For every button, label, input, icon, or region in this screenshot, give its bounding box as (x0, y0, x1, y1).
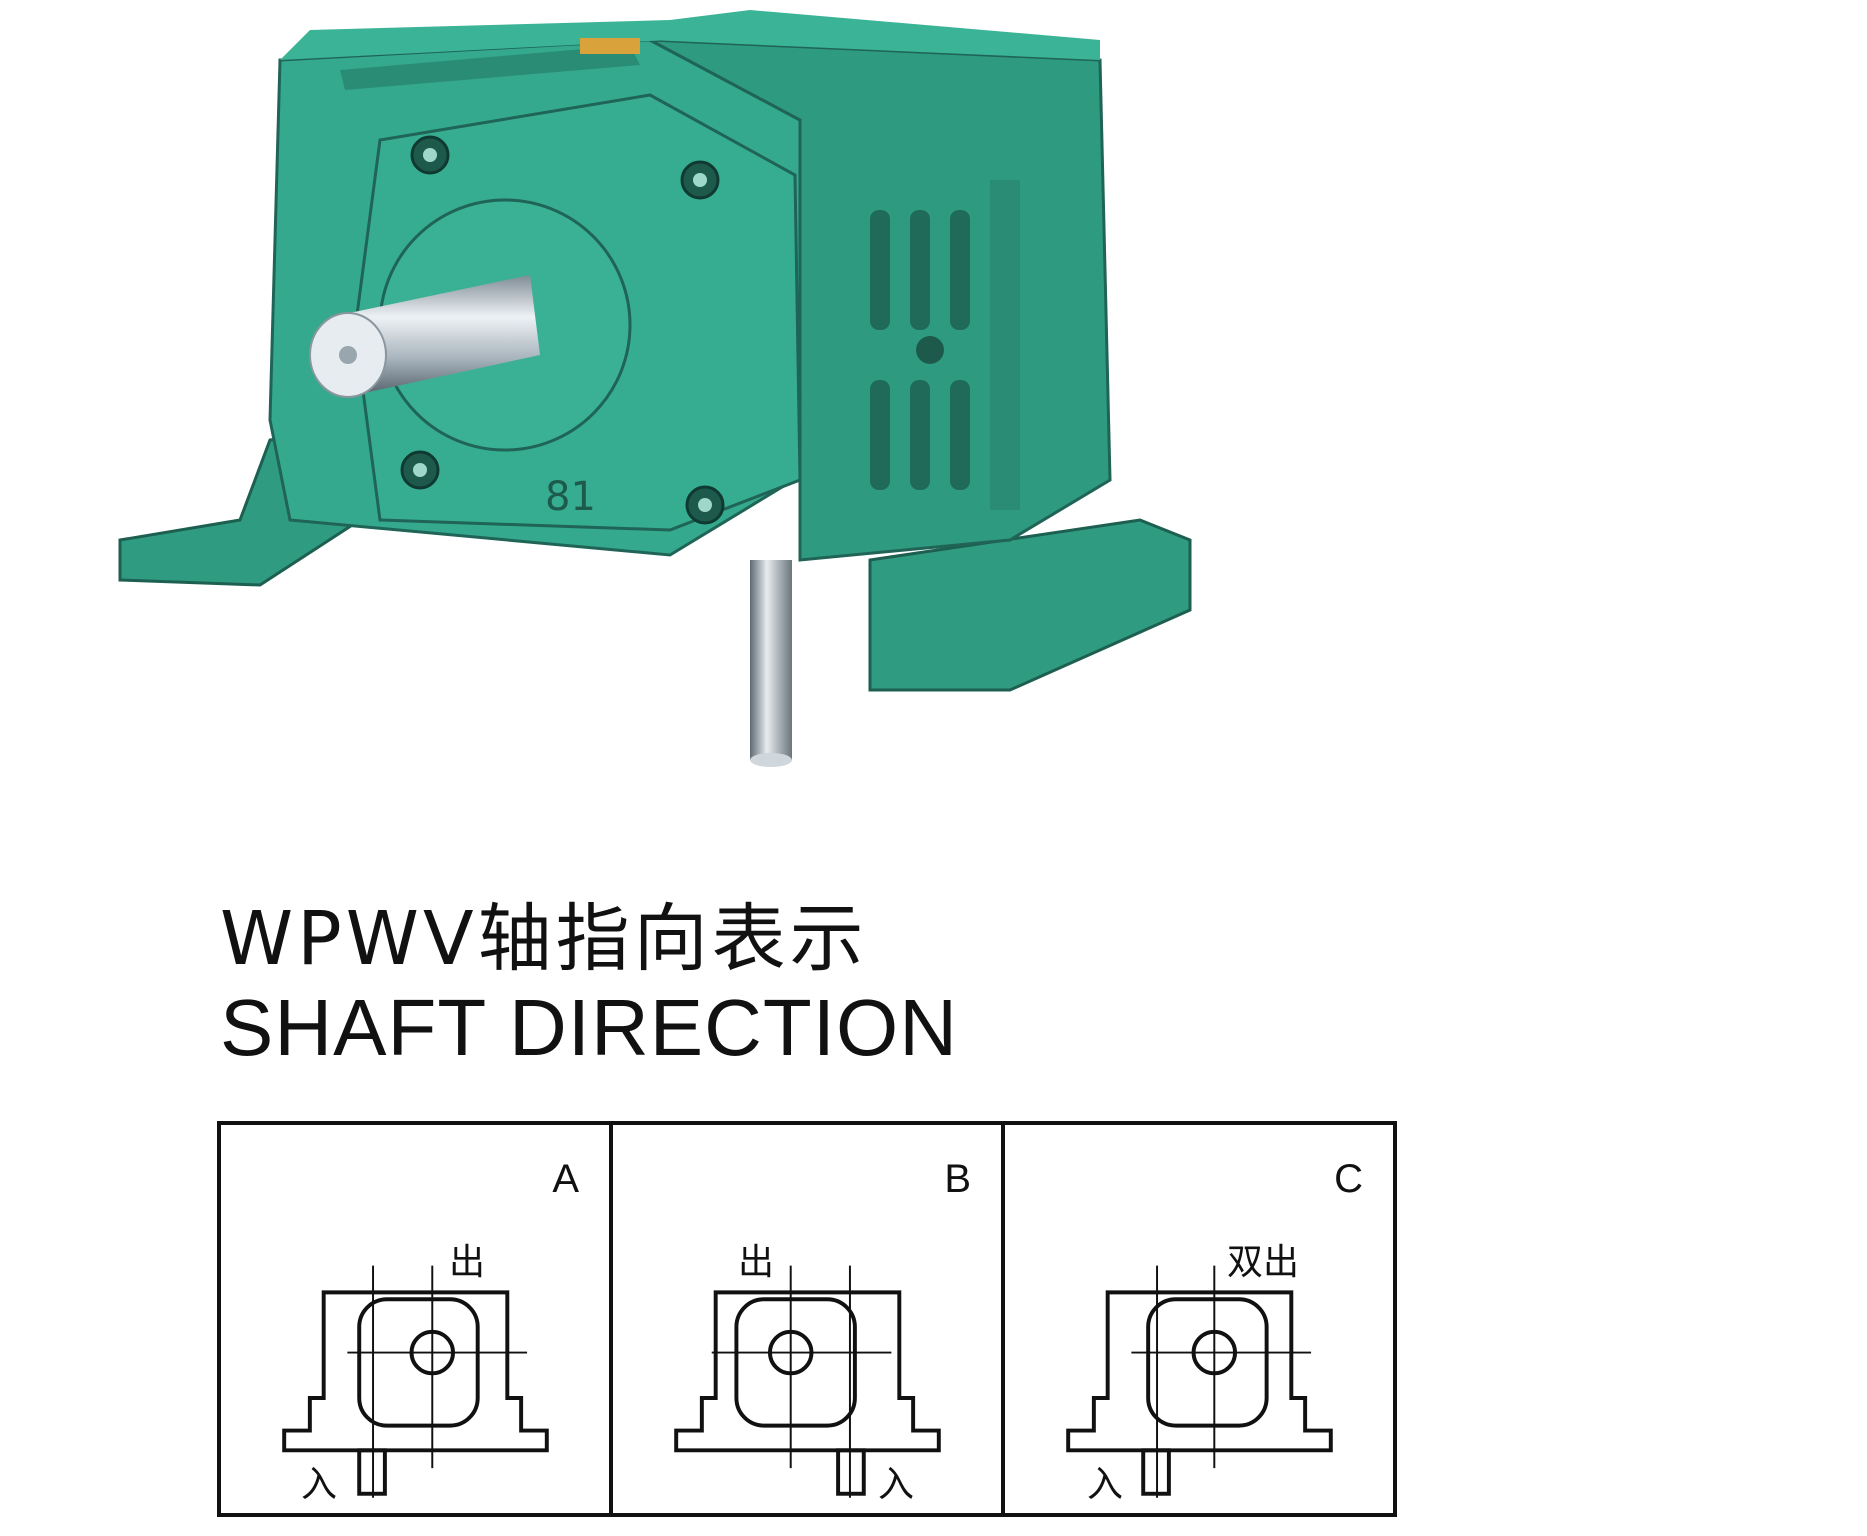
casting-mark: 81 (545, 474, 596, 520)
title-english: SHAFT DIRECTION (220, 983, 959, 1072)
reducer-schematic-a (282, 1265, 549, 1498)
input-label: 入 (1087, 1464, 1124, 1505)
diagram-cell-a: A 出 入 (221, 1125, 613, 1513)
output-label: 双出 (1227, 1242, 1300, 1283)
reducer-schematic-c (1066, 1265, 1333, 1498)
diagram-cell-b: B 出 入 (613, 1125, 1005, 1513)
shaft-direction-diagram-table: A 出 入 B 出 入 (217, 1121, 1397, 1517)
input-label: 入 (878, 1464, 915, 1505)
output-label: 出 (449, 1242, 486, 1283)
input-label: 入 (301, 1464, 338, 1505)
gear-reducer-photo: 81 (110, 0, 1230, 770)
output-label: 出 (738, 1242, 775, 1283)
reducer-schematic-b (674, 1265, 941, 1498)
title-chinese: WPWV轴指向表示 (220, 896, 868, 982)
diagram-letter: C (1334, 1157, 1363, 1201)
diagram-cell-c: C 双出 入 (1005, 1125, 1393, 1513)
title-block: WPWV轴指向表示 SHAFT DIRECTION (220, 895, 958, 1073)
diagram-letter: A (552, 1157, 579, 1201)
diagram-letter: B (944, 1157, 971, 1201)
